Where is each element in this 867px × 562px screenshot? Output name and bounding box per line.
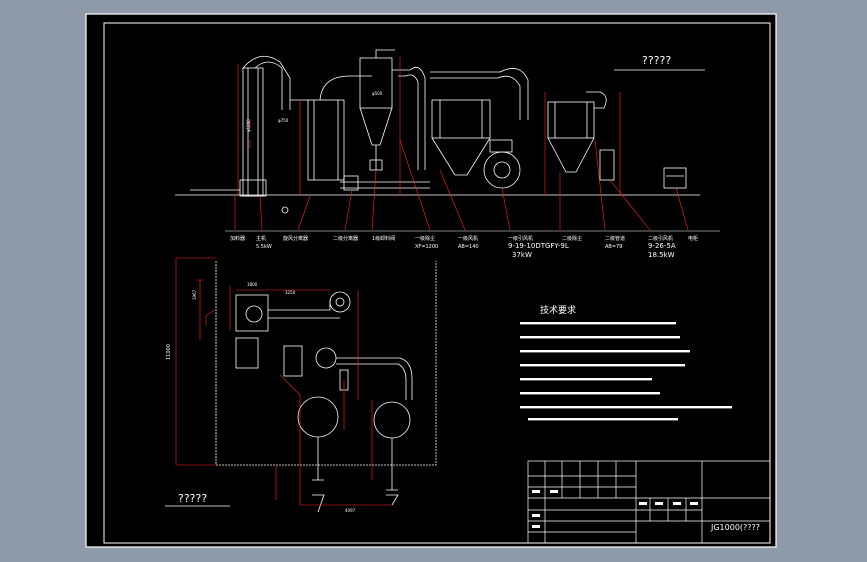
label-main-mill-power: 5.5kW [256,244,272,250]
label-induced-fan-2-power: 18.5kW [648,251,675,259]
baghouse-1 [431,99,491,139]
label-dust-collector-2: 二级除尘 [562,235,582,242]
baghouse-2 [547,101,595,139]
label-duct-2-spec: AB=79 [605,244,622,250]
label-dust-collector-1-spec: XF=1200 [415,244,438,250]
label-fan-1-spec: AB=140 [458,244,479,250]
front-dimensions [234,56,689,231]
title-block-marks [532,490,698,528]
label-discharge-valve: 1级卸料阀 [372,235,395,242]
equipment-labels: 加料器 主机 5.5kW 旋风分离器 二级分离器 1级卸料阀 一级除尘 XF=1… [230,235,698,259]
label-main-mill: 主机 [256,235,266,242]
drawing-sheet [85,13,777,548]
front-dim-3: φ500 [372,91,383,96]
label-induced-fan-1-power: 37kW [512,251,532,259]
front-view-title: ????? [642,54,671,67]
plan-left-dim: 1967 [192,289,197,300]
label-control-cabinet: 电柜 [688,235,698,242]
plan-view [215,261,437,513]
plan-width-2: 3250 [285,290,296,295]
plan-cyclone [329,291,351,313]
label-induced-fan-1-model: 9-19-10DTGFY-9L [508,242,569,250]
requirements-text-lines [520,322,732,421]
label-induced-fan-2-model: 9-26-5A [648,242,676,250]
front-dim-1: φ1200 [246,119,251,132]
dust-collector-tank [307,99,345,181]
label-induced-fan-2: 二级引风机 [648,235,673,242]
inner-frame [103,22,771,544]
plan-total-dim: 11000 [166,344,172,360]
plan-width-1: 1800 [247,282,258,287]
label-dust-collector-1: 一级除尘 [415,235,435,242]
label-duct-2: 二级管道 [605,235,625,242]
requirements-title: 技术要求 [540,304,576,316]
plan-dimensions [175,257,392,506]
front-view [175,49,700,214]
label-feeder: 加料器 [230,235,245,242]
label-fan-1: 一级风机 [458,235,478,242]
plan-view-title: ????? [178,492,207,505]
drawing-number: JG1000(???? [710,523,760,532]
control-cabinet [663,167,687,189]
label-cyclone: 旋风分离器 [283,235,308,242]
label-induced-fan-1: 一级引风机 [508,235,533,242]
label-secondary-separator: 二级分离器 [333,235,358,242]
title-block [527,460,771,544]
plan-bottom-dim: 4097 [345,508,356,513]
front-dim-2: φ750 [278,118,289,123]
plan-mill [235,294,269,332]
